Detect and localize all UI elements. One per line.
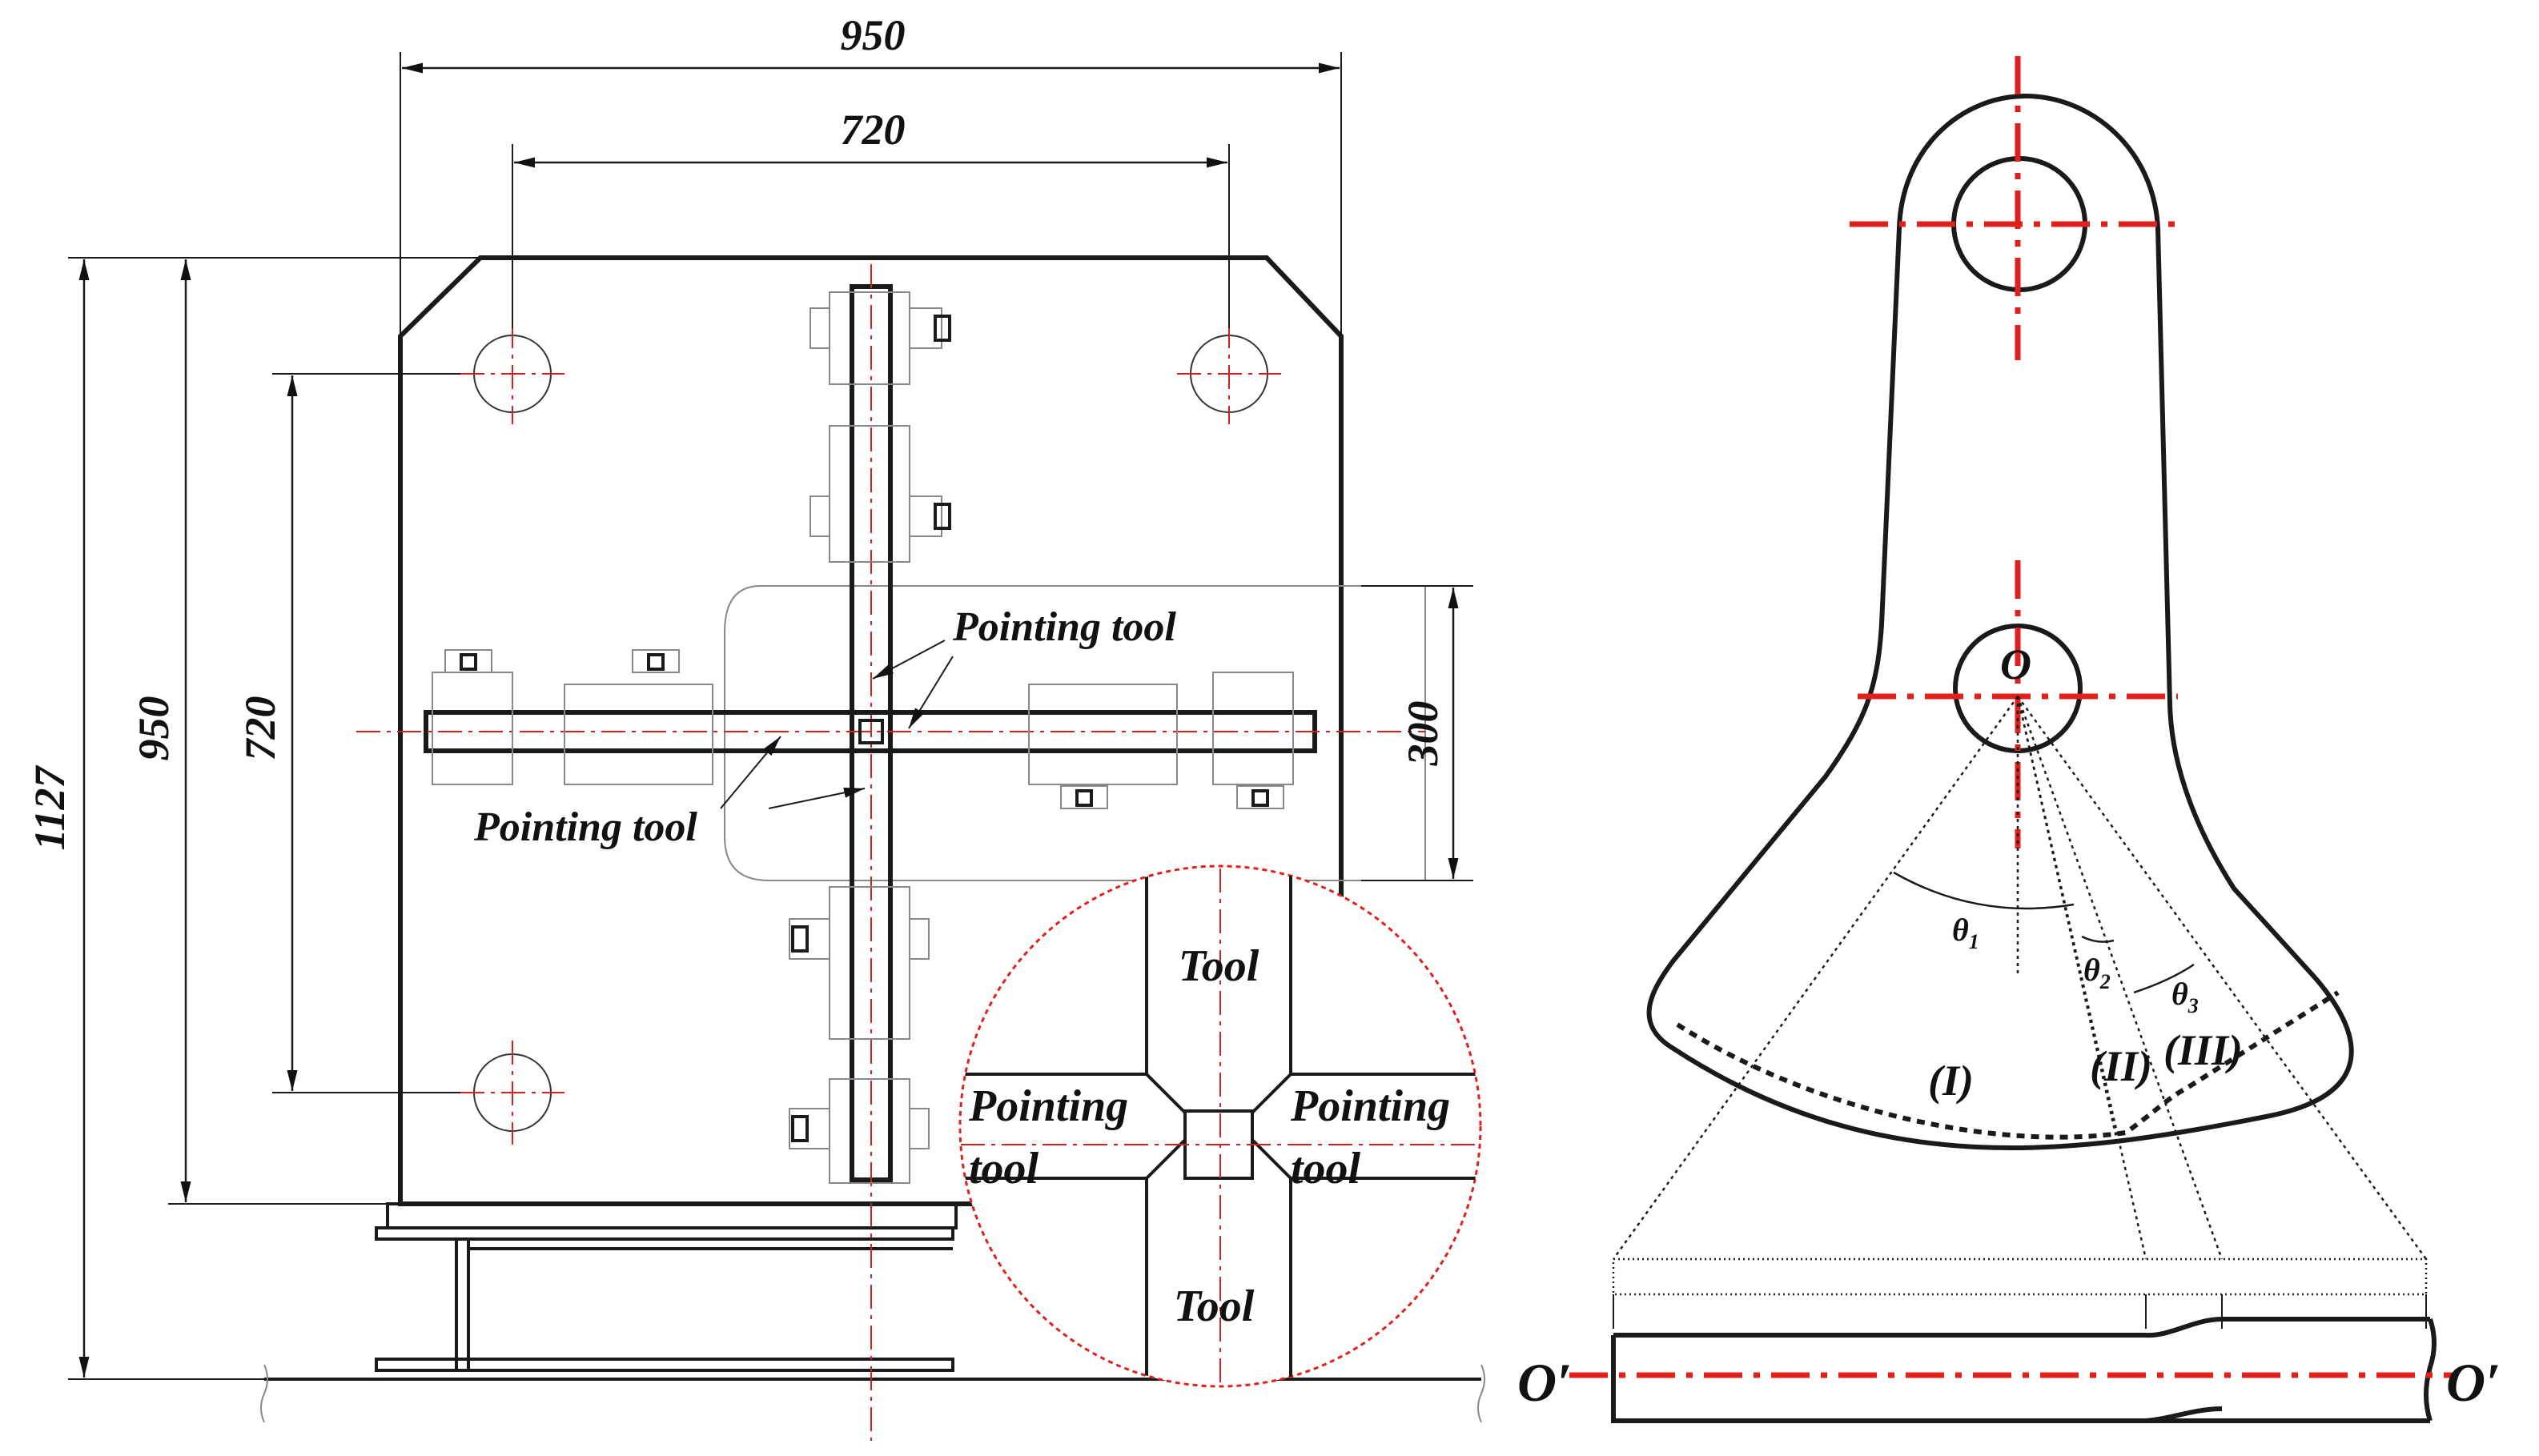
detail-pointing-left-2: tool [969, 1144, 1039, 1193]
center-recess [724, 585, 1426, 881]
dim-left-outer: 950 [130, 696, 178, 761]
center-O-label: O [2000, 640, 2031, 688]
axis-O-prime-left: O′ [1517, 1352, 1572, 1413]
dimension-lines [68, 52, 1473, 1380]
bolt-holes [460, 324, 1281, 1145]
fixture-plate-view: Pointing tool Pointing tool [26, 11, 1485, 1441]
theta-3-label: θ3 [2171, 976, 2199, 1017]
detail-tool-bottom: Tool [1174, 1282, 1255, 1331]
angle-rays [1612, 696, 2428, 1260]
dim-top-outer: 950 [841, 11, 906, 59]
region-boundary [1676, 990, 2340, 1140]
pointing-tool-label-upper: Pointing tool [952, 604, 1176, 650]
theta-1-label: θ1 [1952, 912, 1979, 953]
horizontal-tool-bar [356, 649, 1425, 809]
i-beam-base [260, 1202, 1485, 1423]
pointing-tool-label-lower: Pointing tool [473, 804, 697, 850]
region-I-label: (I) [1928, 1057, 1974, 1105]
detail-pointing-right-2: tool [1291, 1144, 1361, 1193]
detail-pointing-left-1: Pointing [968, 1081, 1128, 1131]
vertical-tool-bar [789, 264, 951, 1441]
pointing-tool-arrows [720, 640, 954, 809]
detail-pointing-right-1: Pointing [1290, 1081, 1450, 1131]
hammer-view: O θ1 θ2 θ3 (I) (II) (III) O′ O′ [1517, 56, 2501, 1423]
dim-right-center: 300 [1399, 701, 1447, 767]
dim-left-inner: 720 [236, 696, 284, 761]
dim-top-inner: 720 [841, 106, 906, 154]
shank-section [1569, 1257, 2458, 1423]
region-III-label: (III) [2163, 1026, 2243, 1074]
theta-2-label: θ2 [2083, 952, 2111, 993]
cross-node [858, 719, 884, 744]
detail-tool-top: Tool [1179, 941, 1259, 991]
dim-left-total: 1127 [26, 764, 74, 850]
axis-O-prime-right: O′ [2446, 1352, 2501, 1413]
detail-magnifier [958, 864, 1482, 1388]
region-II-label: (II) [2090, 1042, 2152, 1090]
hammer-outline [1646, 93, 2354, 1151]
